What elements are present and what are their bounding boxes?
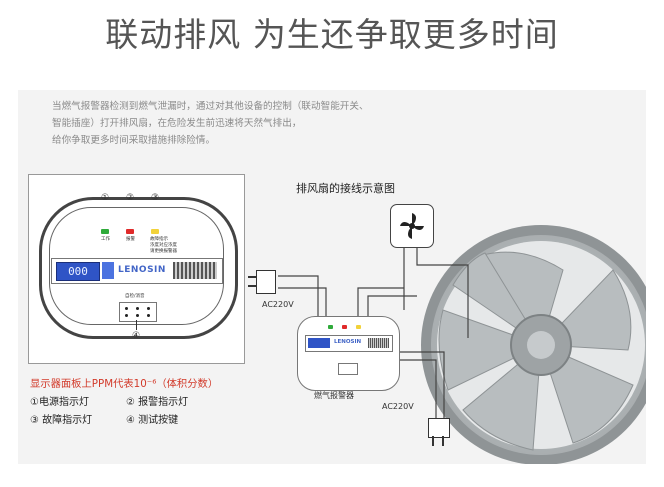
plug-top bbox=[256, 270, 276, 294]
callout-3: ③ bbox=[151, 193, 160, 203]
button-dot bbox=[125, 314, 128, 317]
button-dot bbox=[136, 314, 139, 317]
mini-fault-led bbox=[356, 325, 361, 329]
mini-vent-grille bbox=[368, 338, 389, 348]
button-dot bbox=[136, 307, 139, 310]
mini-test-button bbox=[338, 363, 358, 375]
callout-line bbox=[136, 320, 137, 330]
intro-line: 当燃气报警器检测到燃气泄漏时，通过对其他设备的控制（联动智能开关、 bbox=[52, 101, 369, 112]
button-dot bbox=[147, 314, 150, 317]
fault-led-note: 浓度对应浓度 bbox=[150, 243, 177, 248]
callout-4: ④ bbox=[132, 331, 141, 341]
fan-hub-cap bbox=[527, 331, 555, 359]
legend-fault-led: ③ 故障指示灯 bbox=[30, 415, 93, 426]
plug-pin bbox=[248, 276, 256, 278]
test-button-label: 自检/消音 bbox=[125, 294, 145, 299]
mini-brand-logo: LENOSIN bbox=[334, 339, 362, 345]
ppm-note: 显示器面板上PPM代表10⁻⁶（体积分数） bbox=[30, 378, 219, 390]
fault-led bbox=[151, 229, 159, 234]
button-dot bbox=[147, 307, 150, 310]
legend-test-button: ④ 测试按键 bbox=[126, 415, 179, 426]
alarm-led bbox=[126, 229, 134, 234]
wiring-diagram-title: 排风扇的接线示意图 bbox=[296, 182, 395, 195]
detector-outer-frame bbox=[39, 197, 238, 339]
power-led bbox=[101, 229, 109, 234]
alarm-led-label: 报警 bbox=[126, 237, 135, 242]
plug-pin bbox=[442, 436, 444, 446]
intro-line: 智能插座）打开排风扇，在危险发生前迅速将天然气排出， bbox=[52, 118, 302, 129]
plug-pin bbox=[432, 436, 434, 446]
fan-symbol bbox=[390, 204, 434, 248]
vent-grille bbox=[173, 262, 217, 279]
brand-logo: LENOSIN bbox=[118, 265, 166, 275]
ac-voltage-top: AC220V bbox=[262, 300, 294, 309]
button-dot bbox=[125, 307, 128, 310]
plug-pin bbox=[248, 285, 256, 287]
plug-bottom bbox=[428, 418, 450, 438]
detector-panel-illustration: ① ② ③ 工作 报警 故障指示 浓度对应浓度 请更换报警器 000 LENOS… bbox=[28, 174, 245, 364]
mini-lcd bbox=[308, 338, 330, 348]
display-strip: 000 LENOSIN bbox=[51, 258, 223, 284]
mini-power-led bbox=[328, 325, 333, 329]
legend-alarm-led: ② 报警指示灯 bbox=[126, 397, 189, 408]
legend-power-led: ①电源指示灯 bbox=[30, 397, 89, 408]
callout-1: ① bbox=[101, 193, 110, 203]
intro-line: 给你争取更多时间采取措施排除险情。 bbox=[52, 135, 216, 146]
ac-voltage-bottom: AC220V bbox=[382, 402, 414, 411]
lcd-side-segment bbox=[102, 262, 114, 279]
mini-display-strip: LENOSIN bbox=[305, 335, 393, 352]
fan-icon bbox=[400, 213, 424, 239]
wiring-lines bbox=[278, 246, 469, 418]
fault-led-note: 故障指示 bbox=[150, 237, 168, 242]
lcd-display: 000 bbox=[56, 262, 100, 281]
test-button[interactable] bbox=[119, 302, 157, 322]
alarm-unit-diagram: LENOSIN bbox=[297, 316, 400, 391]
mini-alarm-led bbox=[342, 325, 347, 329]
exhaust-fan-photo bbox=[421, 225, 646, 464]
alarm-unit-label: 燃气报警器 bbox=[314, 391, 354, 400]
power-led-label: 工作 bbox=[101, 237, 110, 242]
intro-text: 当燃气报警器检测到燃气泄漏时，通过对其他设备的控制（联动智能开关、 智能插座）打… bbox=[52, 98, 572, 149]
callout-2: ② bbox=[126, 193, 135, 203]
headline: 联动排风 为生还争取更多时间 bbox=[105, 15, 559, 54]
fault-led-note: 请更换报警器 bbox=[150, 249, 177, 254]
content-panel: 当燃气报警器检测到燃气泄漏时，通过对其他设备的控制（联动智能开关、 智能插座）打… bbox=[18, 90, 646, 464]
